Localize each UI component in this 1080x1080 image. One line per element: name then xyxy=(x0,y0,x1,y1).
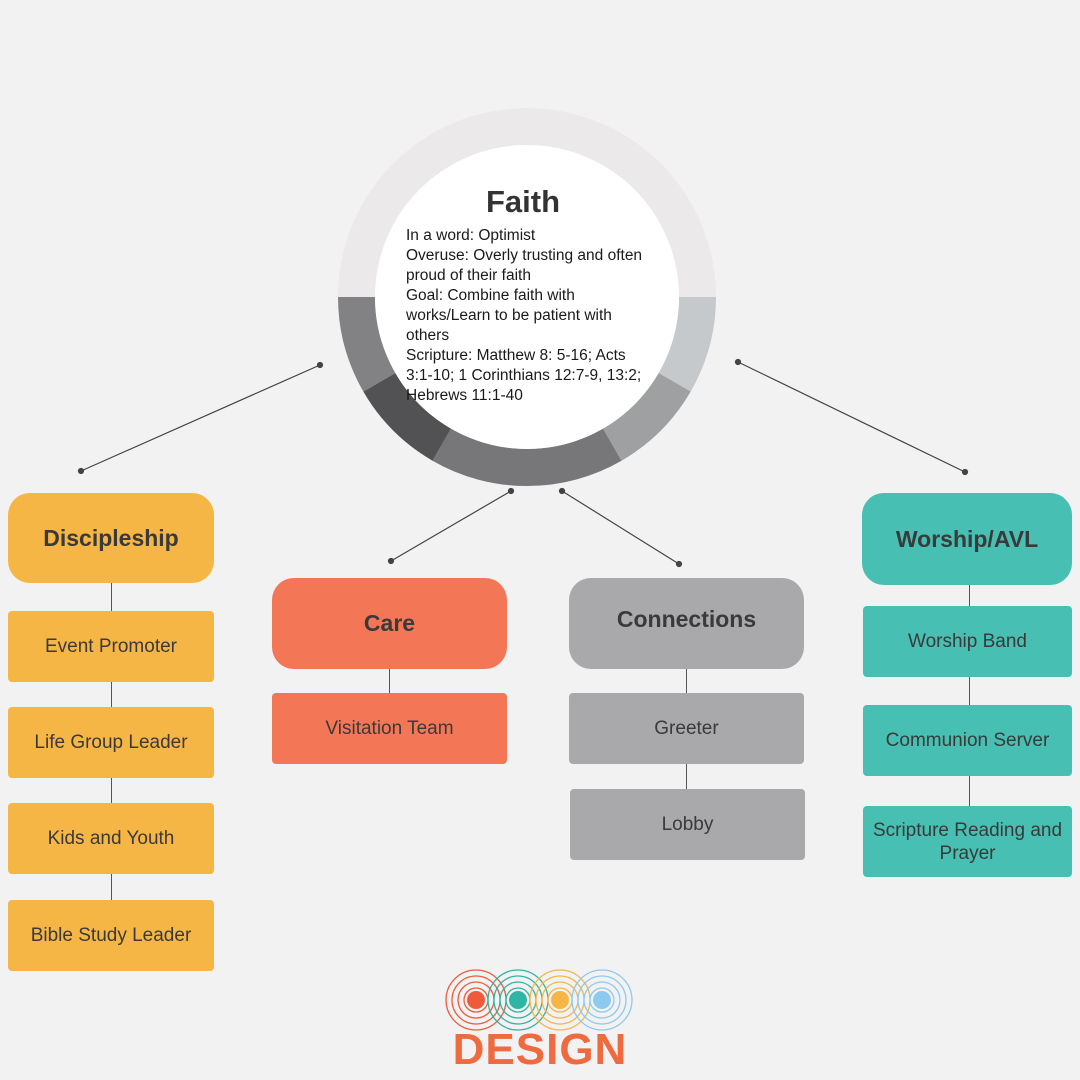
connections-heading: Connections xyxy=(569,578,804,669)
care-item: Visitation Team xyxy=(272,693,507,764)
center-ring xyxy=(338,108,716,487)
center-title: Faith xyxy=(485,184,561,219)
worship-spine xyxy=(969,584,970,806)
center-line-scripture: Scripture: Matthew 8: 5-16; Acts 3:1-10;… xyxy=(406,347,642,404)
connector-lines xyxy=(77,358,969,568)
center-body: In a word: Optimist Overuse: Overly trus… xyxy=(406,226,646,406)
worship-item: Communion Server xyxy=(863,705,1072,776)
center-line-word: In a word: Optimist xyxy=(406,227,536,244)
care-heading: Care xyxy=(272,578,507,669)
connector-care xyxy=(390,490,512,562)
discipleship-item: Kids and Youth xyxy=(8,803,214,874)
care-spine xyxy=(389,668,390,694)
connector-discipleship xyxy=(80,364,321,472)
center-line-goal: Goal: Combine faith with works/Learn to … xyxy=(406,287,612,344)
discipleship-item: Bible Study Leader xyxy=(8,900,214,971)
connections-item: Greeter xyxy=(569,693,804,764)
worship-item: Worship Band xyxy=(863,606,1072,677)
design-logo-icon xyxy=(445,969,633,1031)
center-description: Faith In a word: Optimist Overuse: Overl… xyxy=(406,184,646,406)
connector-connections xyxy=(561,490,680,565)
logo-text: DESIGN xyxy=(452,1025,628,1074)
discipleship-heading: Discipleship xyxy=(8,493,214,583)
worship-item: Scripture Reading and Prayer xyxy=(863,806,1072,877)
connections-item: Lobby xyxy=(570,789,805,860)
logo-ring-blue xyxy=(571,969,633,1031)
discipleship-item: Life Group Leader xyxy=(8,707,214,778)
center-line-overuse: Overuse: Overly trusting and often proud… xyxy=(406,247,643,284)
discipleship-item: Event Promoter xyxy=(8,611,214,682)
worship-heading: Worship/AVL xyxy=(862,493,1072,585)
connector-worship xyxy=(737,361,966,473)
